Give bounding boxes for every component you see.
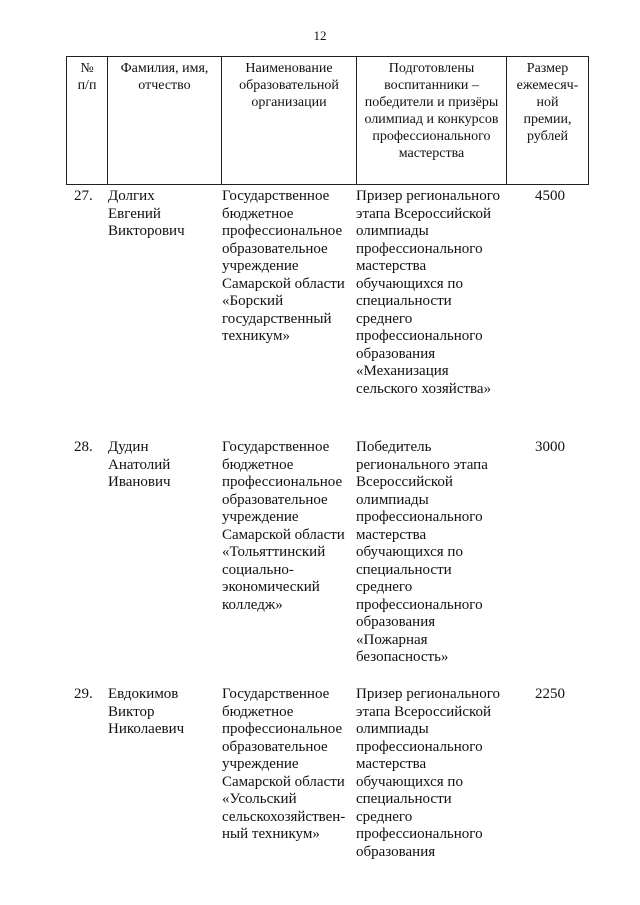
page-number: 12 (313, 28, 327, 43)
header-organization: Наименование образовательной организации (221, 57, 356, 184)
row-27-achievement: Призер регионального этапа Всероссийской… (356, 188, 500, 397)
row-27-amount: 4500 (535, 188, 565, 204)
row-29-organization: Государственное бюджетное профессиональн… (222, 686, 346, 842)
row-27-name: Долгих Евгений Викторович (108, 188, 185, 239)
header-bonus-amount: Размер ежемесяч- ной премии, рублей (506, 57, 588, 184)
row-28-name: Дудин Анатолий Иванович (108, 439, 171, 490)
row-29-amount: 2250 (535, 686, 565, 702)
row-27-number: 27. (74, 188, 93, 204)
header-number: № п/п (77, 61, 97, 93)
row-28-organization: Государственное бюджетное профессиональн… (222, 439, 345, 613)
row-28-amount: 3000 (535, 439, 565, 455)
row-27-organization: Государственное бюджетное профессиональн… (222, 188, 345, 344)
header-achievement: Подготовлены воспитанники – победители и… (356, 57, 506, 184)
row-29-name: Евдокимов Виктор Николаевич (108, 686, 185, 737)
table-header: № п/п Фамилия, имя, отчество Наименовани… (66, 56, 589, 185)
row-28-number: 28. (74, 439, 93, 455)
row-29-achievement: Призер регионального этапа Всероссийской… (356, 686, 500, 860)
row-29-number: 29. (74, 686, 93, 702)
row-28-achievement: Победитель регионального этапа Всероссий… (356, 439, 488, 665)
header-full-name: Фамилия, имя, отчество (107, 57, 221, 184)
